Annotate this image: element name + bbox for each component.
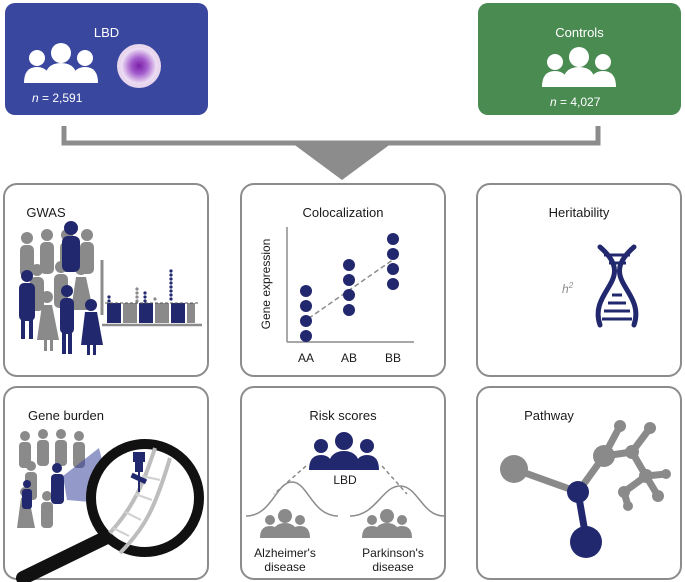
crowd-icon xyxy=(19,221,103,355)
data-point xyxy=(343,289,355,301)
controls-card: Controls n = 4,027 xyxy=(478,3,681,115)
gene-burden-panel: Gene burden xyxy=(3,386,209,582)
data-point xyxy=(300,300,312,312)
gwas-panel: GWAS xyxy=(3,183,209,377)
data-point xyxy=(343,259,355,271)
controls-title: Controls xyxy=(555,25,604,40)
pathway-title: Pathway xyxy=(524,408,574,423)
risk-scores-illustration xyxy=(245,432,445,538)
lbd-card: LBD n = 2,591 xyxy=(5,3,208,115)
lbd-people-icon xyxy=(309,432,379,470)
alzheimers-group-icon xyxy=(260,509,310,538)
magnifier-icon xyxy=(16,439,204,582)
heritability-symbol: h2 xyxy=(562,281,574,296)
brain-glow-icon xyxy=(117,44,161,88)
network-node xyxy=(652,490,664,502)
network-node xyxy=(623,501,633,511)
parkinsons-group-icon xyxy=(362,509,412,538)
risk-scores-title: Risk scores xyxy=(309,408,377,423)
network-node xyxy=(625,445,639,459)
lbd-people-icon xyxy=(24,43,161,88)
heritability-title: Heritability xyxy=(548,205,610,220)
arrow-down-icon xyxy=(292,143,392,180)
merge-connector xyxy=(61,126,601,180)
lbd-title: LBD xyxy=(93,25,120,40)
heritability-panel: Heritability h2 xyxy=(476,183,682,377)
data-point xyxy=(387,248,399,260)
gwas-title: GWAS xyxy=(26,205,66,220)
network-icon xyxy=(500,420,671,558)
x-tick-ab: AB xyxy=(340,351,357,365)
network-node xyxy=(593,445,615,467)
x-tick-aa: AA xyxy=(297,351,314,365)
network-node xyxy=(614,420,626,432)
data-point xyxy=(343,274,355,286)
controls-count: n = 4,027 xyxy=(550,95,601,109)
data-point xyxy=(300,315,312,327)
gene-burden-title: Gene burden xyxy=(28,408,104,423)
lbd-count: n = 2,591 xyxy=(32,91,83,105)
pathway-panel: Pathway xyxy=(476,386,682,580)
network-node xyxy=(644,422,656,434)
network-node xyxy=(639,469,653,483)
alzheimers-label: Alzheimer's disease xyxy=(254,546,316,574)
data-point xyxy=(343,304,355,316)
data-point xyxy=(300,330,312,342)
data-point xyxy=(300,285,312,297)
data-point xyxy=(387,278,399,290)
network-node-highlight xyxy=(567,481,589,503)
lbd-label: LBD xyxy=(333,473,357,487)
colocalization-plot xyxy=(286,227,414,343)
y-axis-label: Gene expression xyxy=(259,238,273,330)
network-node xyxy=(618,486,630,498)
gwas-illustration xyxy=(19,221,202,355)
gene-burden-illustration xyxy=(16,429,204,582)
pin-icon xyxy=(130,452,148,492)
data-point xyxy=(387,263,399,275)
parkinsons-label: Parkinson's disease xyxy=(362,546,424,574)
controls-people-icon xyxy=(542,47,616,87)
colocalization-title: Colocalization xyxy=(302,205,384,220)
network-node xyxy=(661,469,671,479)
dna-helix-icon xyxy=(595,244,639,328)
data-point xyxy=(387,233,399,245)
network-node-highlight xyxy=(570,526,602,558)
risk-scores-panel: Risk scores LBD Alzheimer's disease Park… xyxy=(240,386,446,580)
network-node xyxy=(500,455,528,483)
colocalization-panel: Colocalization Gene expression AA AB BB xyxy=(240,183,446,377)
manhattan-plot-icon xyxy=(100,260,202,327)
x-tick-bb: BB xyxy=(384,351,401,365)
